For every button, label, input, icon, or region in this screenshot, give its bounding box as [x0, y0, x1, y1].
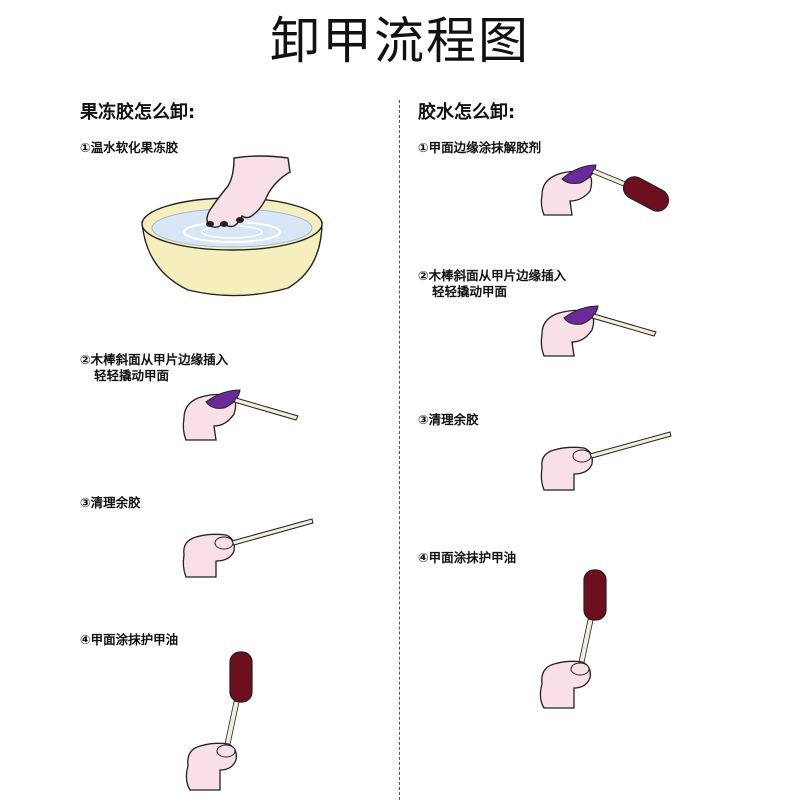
oil-bottle-cap — [230, 652, 252, 702]
wooden-stick — [234, 398, 298, 420]
nail — [220, 221, 228, 227]
cuticle-oil-illustration — [182, 648, 262, 793]
finger-cleaning-illustration-right — [538, 428, 678, 493]
right-step-2-label: ②木棒斜面从甲片边缘插入 轻轻撬动甲面 — [418, 268, 566, 300]
nail — [206, 221, 214, 227]
wooden-stick — [590, 432, 671, 458]
nail — [215, 537, 233, 549]
right-step-4-line1: ④甲面涂抹护甲油 — [418, 550, 516, 565]
right-step-4-label: ④甲面涂抹护甲油 — [418, 550, 516, 566]
left-step-2-line1: ②木棒斜面从甲片边缘插入 — [80, 352, 228, 367]
left-step-2-label: ②木棒斜面从甲片边缘插入 轻轻撬动甲面 — [80, 352, 228, 384]
left-step-4-label: ④甲面涂抹护甲油 — [80, 632, 178, 648]
cuticle-oil-illustration-right — [536, 566, 616, 711]
left-step-3-label: ③清理余胶 — [80, 495, 141, 511]
right-step-1-label: ①甲面边缘涂抹解胶剂 — [418, 140, 541, 156]
nail — [236, 217, 244, 223]
finger-solvent-illustration — [538, 155, 678, 225]
column-divider — [399, 100, 400, 800]
finger-stick-illustration-right — [538, 298, 668, 358]
left-step-3-line1: ③清理余胶 — [80, 495, 141, 510]
right-step-3-label: ③清理余胶 — [418, 412, 479, 428]
water-bowl-illustration — [138, 150, 338, 300]
wooden-stick — [592, 314, 656, 336]
finger-stick-illustration — [180, 382, 310, 442]
page-title: 卸甲流程图 — [0, 10, 800, 72]
wooden-stick — [232, 519, 313, 545]
finger-cleaning-illustration — [180, 515, 320, 580]
nail — [217, 745, 235, 757]
oil-bottle-cap — [584, 570, 606, 620]
left-step-4-line1: ④甲面涂抹护甲油 — [80, 632, 178, 647]
nail — [573, 450, 591, 462]
applicator-stick — [592, 169, 628, 187]
solvent-bottle — [620, 173, 673, 215]
right-step-2-line1: ②木棒斜面从甲片边缘插入 — [418, 268, 566, 283]
right-step-1-line1: ①甲面边缘涂抹解胶剂 — [418, 140, 541, 155]
nail — [571, 663, 589, 675]
right-column-heading: 胶水怎么卸: — [418, 102, 515, 124]
right-step-3-line1: ③清理余胶 — [418, 412, 479, 427]
left-column-heading: 果冻胶怎么卸: — [80, 102, 195, 124]
